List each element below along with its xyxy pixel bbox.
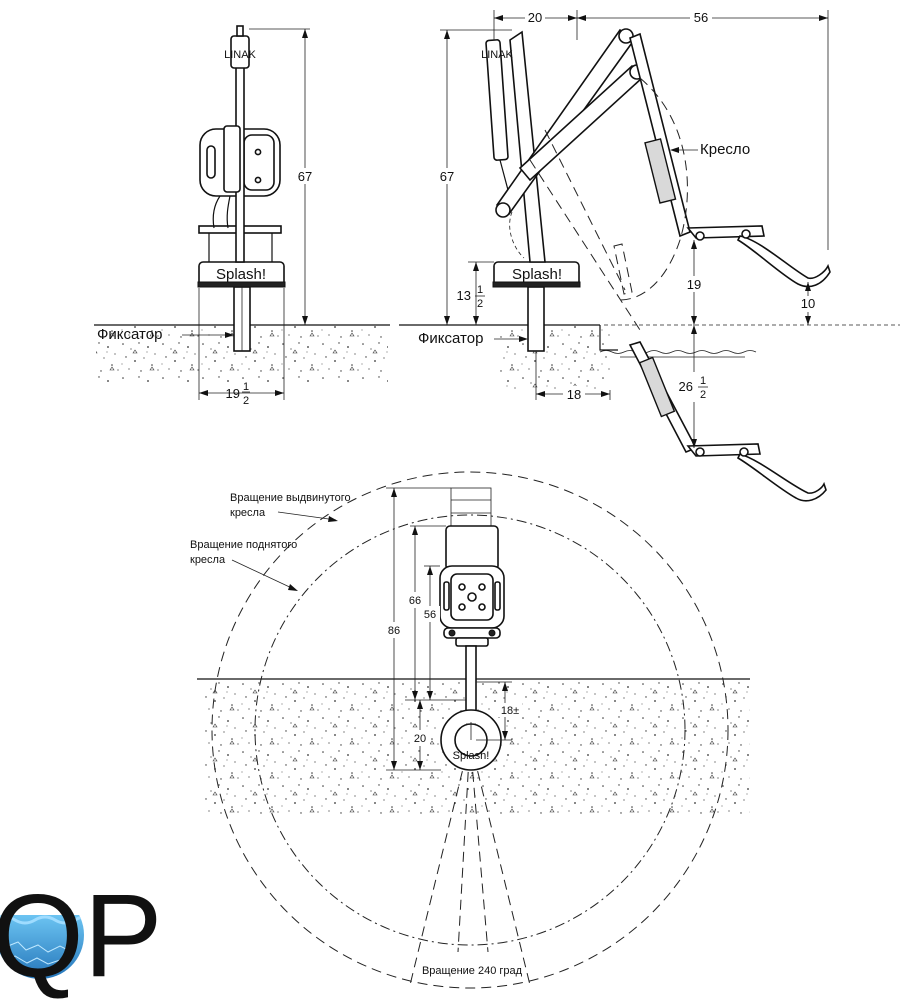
top-seat-back (445, 525, 499, 571)
side-dim-top-left: 20 (528, 10, 542, 25)
front-width-whole: 19 (226, 386, 240, 401)
side-swing-arc (619, 77, 688, 301)
side-dim-top-right: 56 (694, 10, 708, 25)
top-extended-footrest (450, 487, 492, 527)
top-dim-56: 56 (424, 609, 436, 621)
side-ground-fill (500, 326, 610, 390)
top-splash-label: Splash! (453, 750, 490, 762)
side-depth-frac-den: 2 (700, 389, 706, 401)
side-footrest-height: 10 (801, 296, 815, 311)
front-width-frac-den: 2 (243, 395, 249, 407)
front-brand-label: LINAK (224, 49, 256, 61)
front-anchor-label: Фиксатор (97, 326, 162, 343)
side-seat-hanger (629, 32, 691, 238)
top-extended-rotation-circle (211, 471, 729, 989)
top-view: Splash! 86 66 56 20 18± Вращени (190, 471, 750, 989)
side-actuator (485, 39, 509, 161)
side-lower-arm (518, 64, 644, 182)
side-lowered-footrest (736, 453, 827, 502)
side-lowered-backrest (638, 356, 676, 418)
side-anchor-label: Фиксатор (418, 330, 483, 347)
side-seat-height: 19 (687, 277, 701, 292)
top-dim-20: 20 (414, 733, 426, 745)
qp-logo: QP (0, 870, 163, 1000)
side-base-frac-num: 1 (477, 284, 483, 296)
top-raised-rotation-circle (254, 514, 686, 946)
side-anchor-sleeve (527, 286, 545, 352)
front-width-frac-num: 1 (243, 381, 249, 393)
side-splash-label: Splash! (512, 266, 562, 283)
side-depth-whole: 26 (679, 379, 693, 394)
side-view: Splash! LINAK (399, 10, 900, 502)
top-dim-86: 86 (388, 625, 400, 637)
top-rotation-note: Вращение 240 град (422, 965, 523, 977)
side-height-label: 67 (440, 169, 454, 184)
side-footrest (736, 235, 831, 288)
top-dim-18: 18± (501, 705, 519, 717)
side-depth-frac-num: 1 (700, 375, 706, 387)
logo-letters: QP (0, 870, 163, 1000)
front-height-label: 67 (298, 169, 312, 184)
side-brand-label: LINAK (481, 49, 513, 61)
side-water-line (599, 350, 757, 354)
front-view: Splash! LINAK 67 19 1 2 (94, 25, 390, 407)
side-base-frac-den: 2 (477, 298, 483, 310)
front-actuator-body (223, 125, 241, 193)
front-splash-label: Splash! (216, 266, 266, 283)
side-pool-edge (599, 325, 618, 351)
top-raised-rotation-label: Вращение поднятого (190, 539, 297, 551)
top-extended-rotation-label: Вращение выдвинутого (230, 492, 351, 504)
side-anchor-offset: 18 (567, 387, 581, 402)
side-seat-label: Кресло (700, 141, 750, 158)
top-extended-rotation-label-2: кресла (230, 507, 266, 519)
side-base-whole: 13 (457, 288, 471, 303)
top-raised-rotation-label-2: кресла (190, 554, 226, 566)
side-backrest (644, 138, 677, 204)
top-dim-66: 66 (409, 595, 421, 607)
